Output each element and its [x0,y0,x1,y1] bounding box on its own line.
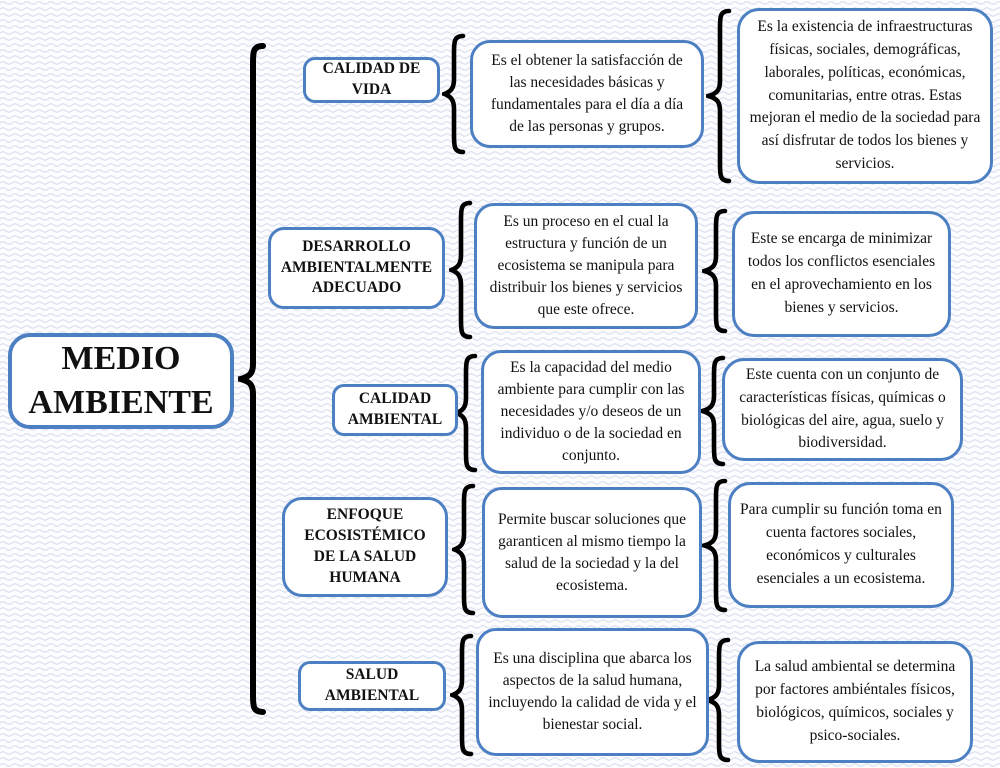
topic-label: ENFOQUE ECOSISTÉMICO DE LA SALUD HUMANA [304,506,426,586]
topic-label: SALUD AMBIENTAL [324,666,420,704]
definition-text: Es el obtener la satisfacción de las nec… [490,52,684,135]
topic-label: DESARROLLO AMBIENTALMENTE ADECUADO [280,237,433,297]
detail-text: Es la existencia de infraestructuras fís… [749,18,981,172]
detail-text: Este se encarga de minimizar todos los c… [747,230,936,316]
main-topic-label: MEDIO AMBIENTE [28,340,214,421]
main-topic-box: MEDIO AMBIENTE [8,333,234,429]
brace-icon [446,633,474,757]
brace-icon [700,8,732,184]
topic-box: DESARROLLO AMBIENTALMENTE ADECUADO [268,227,445,309]
brace-icon [696,208,728,334]
topic-box: ENFOQUE ECOSISTÉMICO DE LA SALUD HUMANA [282,497,448,597]
definition-box: Permite buscar soluciones que garanticen… [482,487,702,618]
definition-text: Permite buscar soluciones que garanticen… [497,510,687,594]
definition-box: Es el obtener la satisfacción de las nec… [470,40,704,148]
detail-box: Es la existencia de infraestructuras fís… [737,8,993,184]
detail-box: Este se encarga de minimizar todos los c… [732,211,951,337]
main-brace-icon [228,43,266,715]
detail-text: Este cuenta con un conjunto de caracterí… [739,365,946,452]
detail-text: La salud ambiental se determina por fact… [754,658,956,744]
definition-text: Es una disciplina que abarca los aspecto… [488,650,697,733]
definition-box: Es un proceso en el cual la estructura y… [474,203,698,329]
definition-text: Es la capacidad del medio ambiente para … [497,359,685,464]
brace-icon [445,200,473,340]
brace-icon [696,478,728,613]
brace-icon [438,33,466,155]
definition-text: Es un proceso en el cual la estructura y… [489,213,683,318]
detail-box: Para cumplir su función toma en cuenta f… [728,482,954,608]
definition-box: Es una disciplina que abarca los aspecto… [476,628,709,756]
detail-box: La salud ambiental se determina por fact… [737,641,973,763]
topic-box: CALIDAD DE VIDA [303,57,440,103]
detail-box: Este cuenta con un conjunto de caracterí… [722,358,963,461]
definition-box: Es la capacidad del medio ambiente para … [481,350,701,474]
topic-box: SALUD AMBIENTAL [298,661,446,711]
topic-label: CALIDAD AMBIENTAL [347,390,443,428]
brace-icon [448,483,476,616]
detail-text: Para cumplir su función toma en cuenta f… [740,501,942,587]
brace-icon [694,355,726,467]
topic-box: CALIDAD AMBIENTAL [332,384,458,436]
topic-label: CALIDAD DE VIDA [322,60,421,98]
